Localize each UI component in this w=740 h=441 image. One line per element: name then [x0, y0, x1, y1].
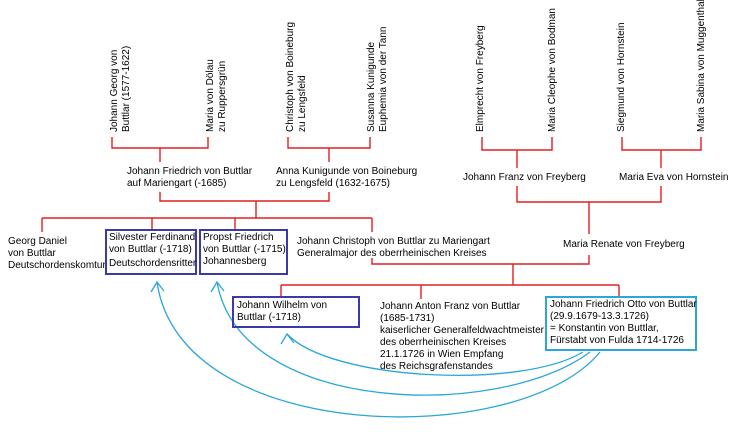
- child-line: des Reichsgrafenstandes: [380, 361, 493, 372]
- connector-line: [287, 137, 371, 149]
- ancestor-line: Euphemia von der Tann: [378, 26, 389, 132]
- ancestor-elmprecht-freyberg: Elmprecht von Freyberg: [475, 25, 487, 132]
- child-johann-friedrich-otto: Johann Friedrich Otto von Buttlar (29.9.…: [550, 299, 697, 347]
- person-line: Maria Renate von Freyberg: [563, 239, 685, 250]
- grandparent-line: zu Lengsfeld (1632-1675): [276, 178, 390, 189]
- arrowhead: [280, 332, 295, 345]
- grandparent-johann-friedrich: Johann Friedrich von Buttlar auf Marieng…: [127, 166, 252, 190]
- child-line: Johann Wilhelm von: [237, 300, 328, 311]
- person-line: Deutschordensritter: [109, 258, 197, 269]
- arrowhead: [210, 280, 225, 293]
- ancestor-line: Susanna Kunigunde: [366, 41, 377, 132]
- person-line: Georg Daniel: [8, 236, 67, 247]
- person-box-silvester: [105, 229, 197, 275]
- child-line: (1685-1731): [380, 313, 435, 324]
- child-line: = Konstantin von Buttlar,: [550, 323, 659, 334]
- ancestor-susanna-kunigunde: Susanna Kunigunde Euphemia von der Tann: [366, 27, 390, 132]
- arrow-to-propst: [216, 281, 591, 396]
- person-line: Deutschordenskomtur: [8, 260, 106, 271]
- grandparent-line: Johann Franz von Freyberg: [463, 172, 586, 183]
- person-propst-friedrich: Propst Friedrich von Buttlar (-1715) Joh…: [203, 232, 286, 268]
- grandparent-anna-kunigunde: Anna Kunigunde von Boineburg zu Lengsfel…: [276, 166, 417, 190]
- person-line: Propst Friedrich: [203, 232, 274, 243]
- person-box-propst: [199, 229, 288, 275]
- grandparent-line: auf Mariengart (-1685): [127, 178, 227, 189]
- ancestor-line: Maria von Dölau: [205, 59, 216, 132]
- connector-line: [371, 255, 590, 265]
- person-line: von Buttlar (-1715): [203, 244, 286, 255]
- person-line: von Buttlar (-1718): [109, 244, 192, 255]
- ancestor-christoph-boineburg: Christoph von Boineburg zu Lengsfeld: [285, 22, 309, 132]
- ancestor-johann-georg: Johann Georg von Buttlar (1577-1622): [109, 46, 133, 132]
- ancestor-line: Siegmund von Hornstein: [616, 22, 627, 132]
- ancestor-line: Elmprecht von Freyberg: [475, 25, 486, 132]
- ancestor-line: zu Ruppersgrün: [217, 60, 228, 132]
- connector-line: [621, 137, 702, 151]
- ancestor-line: Christoph von Boineburg: [285, 21, 296, 132]
- arrow-to-wilhelm: [286, 333, 584, 377]
- ancestor-siegmund-hornstein: Siegmund von Hornstein: [616, 22, 628, 132]
- child-line: kaiserlicher Generalfeldwachtmeister: [380, 325, 544, 336]
- person-line: Johann Christoph von Buttlar zu Marienga…: [297, 236, 490, 247]
- ancestor-line: Buttlar (1577-1622): [121, 45, 132, 132]
- arrowhead: [150, 280, 165, 293]
- ancestor-line: zu Lengsfeld: [297, 75, 308, 132]
- person-line: von Buttlar: [8, 248, 56, 259]
- person-johann-christoph: Johann Christoph von Buttlar zu Marienga…: [297, 236, 490, 260]
- child-line: (29.9.1679-13.3.1726): [550, 311, 649, 322]
- child-line: Fürstabt von Fulda 1714-1726: [550, 335, 684, 346]
- child-line: Johann Anton Franz von Buttlar: [380, 301, 521, 312]
- child-johann-anton: Johann Anton Franz von Buttlar (1685-173…: [380, 301, 544, 373]
- child-line: 21.1.1726 in Wien Empfang: [380, 349, 504, 360]
- connector-line: [159, 192, 330, 202]
- ancestor-maria-cleophe: Maria Cleophe von Bodman: [547, 8, 559, 132]
- grandparent-line: Anna Kunigunde von Boineburg: [276, 166, 418, 177]
- person-georg-daniel: Georg Daniel von Buttlar Deutschordensko…: [8, 236, 106, 272]
- person-line: Johannesberg: [203, 256, 267, 267]
- connector-line: [516, 186, 662, 203]
- child-box-wilhelm: [232, 296, 360, 328]
- ancestor-line: Maria Sabina von Muggenthal: [696, 0, 707, 132]
- child-box-otto: [545, 296, 697, 351]
- person-line: Generalmajor des oberrheinischen Kreises: [297, 248, 487, 259]
- ancestor-line: Johann Georg von: [109, 49, 120, 132]
- arrow-to-silvester: [156, 281, 601, 418]
- connector-line: [481, 137, 553, 151]
- grandparent-johann-franz: Johann Franz von Freyberg: [463, 172, 586, 184]
- connector-line: [111, 137, 209, 149]
- ancestor-maria-sabina: Maria Sabina von Muggenthal: [696, 0, 708, 132]
- person-line: Silvester Ferdinand: [109, 232, 196, 243]
- person-silvester-ferdinand: Silvester Ferdinand von Buttlar (-1718) …: [109, 232, 196, 270]
- ancestor-maria-doelau: Maria von Dölau zu Ruppersgrün: [205, 59, 229, 132]
- grandparent-line: Johann Friedrich von Buttlar: [127, 166, 253, 177]
- grandparent-maria-eva: Maria Eva von Hornstein: [619, 172, 729, 184]
- grandparent-line: Maria Eva von Hornstein: [619, 172, 729, 183]
- person-maria-renate: Maria Renate von Freyberg: [563, 239, 685, 251]
- child-johann-wilhelm: Johann Wilhelm von Buttlar (-1718): [237, 300, 327, 324]
- ancestor-line: Maria Cleophe von Bodman: [547, 8, 558, 132]
- child-line: Johann Friedrich Otto von Buttlar: [550, 299, 697, 310]
- child-line: des oberrheinischen Kreises: [380, 337, 507, 348]
- child-line: Buttlar (-1718): [237, 312, 301, 323]
